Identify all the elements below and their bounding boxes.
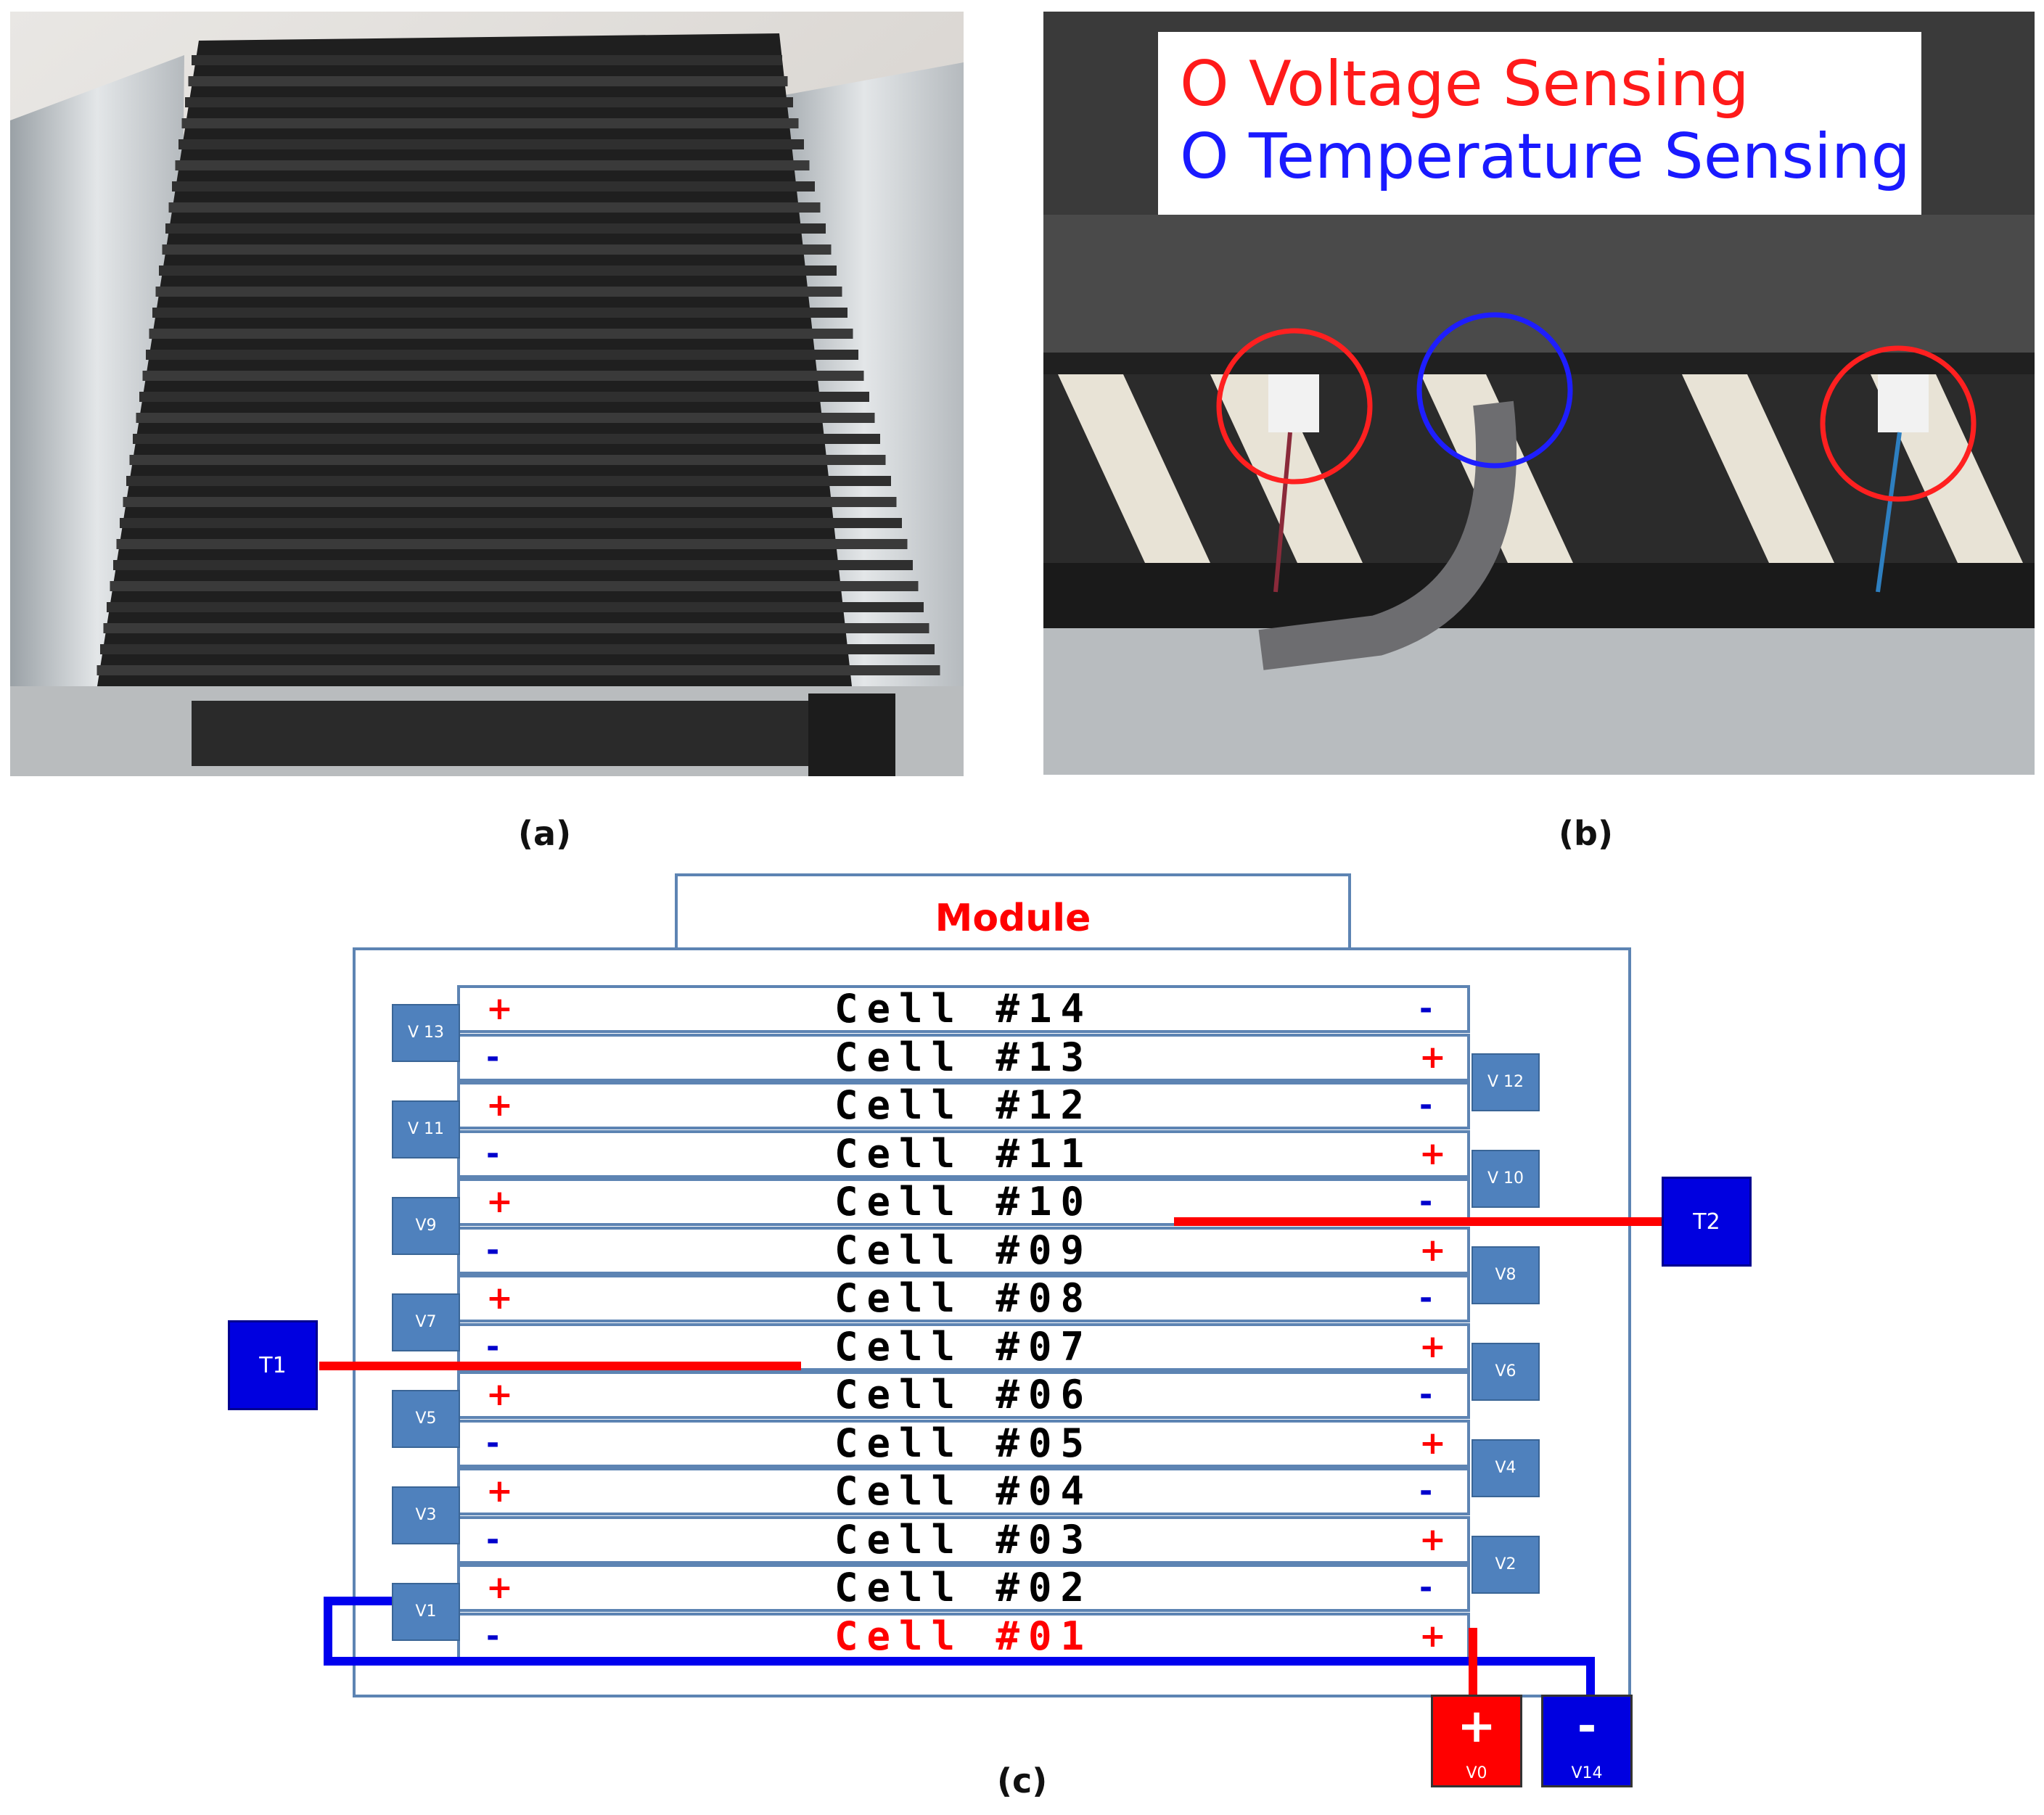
temperature-sensor-t2: T2 xyxy=(1662,1177,1752,1267)
cell-label: Cell #11 xyxy=(834,1130,1093,1177)
legend-temperature-text: Temperature Sensing xyxy=(1249,120,1910,193)
cell-label: Cell #12 xyxy=(834,1082,1093,1128)
voltage-tap-left: V3 xyxy=(392,1486,460,1544)
voltage-tap-right: V4 xyxy=(1472,1439,1540,1497)
cell-label: Cell #13 xyxy=(834,1034,1093,1080)
cell-label: Cell #01 xyxy=(834,1613,1093,1659)
cell-label: Cell #05 xyxy=(834,1420,1093,1466)
cell-left-polarity: - xyxy=(486,1328,500,1365)
cell-right-polarity: - xyxy=(1419,1569,1433,1606)
positive-terminal-label: V0 xyxy=(1466,1764,1487,1782)
cell-left-polarity: + xyxy=(486,1569,513,1606)
cell-label: Cell #07 xyxy=(834,1323,1093,1370)
cell-right-polarity: + xyxy=(1419,1424,1446,1462)
voltage-tap-right: V 10 xyxy=(1472,1150,1540,1208)
cell-row: Cell #12 + - xyxy=(457,1082,1470,1129)
cell-label: Cell #03 xyxy=(834,1516,1093,1563)
cell-right-polarity: - xyxy=(1419,1376,1433,1413)
cell-row: Cell #14 + - xyxy=(457,985,1470,1033)
cell-right-polarity: + xyxy=(1419,1231,1446,1269)
photo-b-sensing-closeup: O Voltage Sensing O Temperature Sensing xyxy=(1043,12,2035,775)
legend-temperature-symbol: O xyxy=(1180,120,1229,193)
cell-row: Cell #03 - + xyxy=(457,1515,1470,1564)
cell-right-polarity: - xyxy=(1419,990,1433,1027)
negative-terminal-label: V14 xyxy=(1571,1764,1603,1782)
positive-terminal-symbol: + xyxy=(1457,1700,1496,1753)
cell-left-polarity: + xyxy=(486,1087,513,1124)
t2-label: T2 xyxy=(1693,1209,1720,1235)
voltage-sensing-marker-right xyxy=(1820,345,1977,502)
legend-temperature: O Temperature Sensing xyxy=(1180,120,1910,193)
cell-label: Cell #02 xyxy=(834,1565,1093,1610)
caption-b: (b) xyxy=(1559,814,1613,853)
cell-right-polarity: - xyxy=(1419,1473,1433,1510)
cell-left-polarity: + xyxy=(486,1473,513,1510)
cell-label: Cell #06 xyxy=(834,1372,1093,1417)
cell-right-polarity: + xyxy=(1419,1038,1446,1076)
legend-voltage-text: Voltage Sensing xyxy=(1249,48,1749,120)
cell-row: Cell #11 - + xyxy=(457,1129,1470,1178)
voltage-tap-left: V 13 xyxy=(392,1004,460,1062)
cell-left-polarity: + xyxy=(486,1280,513,1317)
cell-label: Cell #04 xyxy=(834,1468,1093,1514)
cell-right-polarity: + xyxy=(1419,1135,1446,1172)
legend-voltage-symbol: O xyxy=(1180,48,1229,120)
voltage-tap-right: V 12 xyxy=(1472,1053,1540,1111)
photo-a-battery-module xyxy=(10,12,964,776)
cell-left-polarity: - xyxy=(486,1038,500,1076)
cell-left-polarity: + xyxy=(486,1376,513,1413)
cell-right-polarity: + xyxy=(1419,1328,1446,1365)
cell-label: Cell #08 xyxy=(834,1275,1093,1321)
cell-row: Cell #06 + - xyxy=(457,1371,1470,1419)
cell-row: Cell #09 - + xyxy=(457,1226,1470,1275)
cell-right-polarity: + xyxy=(1419,1617,1446,1655)
cell-right-polarity: - xyxy=(1419,1087,1433,1124)
cell-left-polarity: + xyxy=(486,1183,513,1220)
cell-row: Cell #02 + - xyxy=(457,1564,1470,1612)
cell-left-polarity: - xyxy=(486,1231,500,1269)
voltage-tap-left: V5 xyxy=(392,1390,460,1448)
module-frame xyxy=(353,947,1631,1697)
cell-right-polarity: + xyxy=(1419,1520,1446,1558)
cell-left-polarity: - xyxy=(486,1617,500,1655)
cell-left-polarity: - xyxy=(486,1135,500,1172)
cell-label: Cell #09 xyxy=(834,1227,1093,1273)
cell-label: Cell #10 xyxy=(834,1179,1093,1225)
negative-return-wire xyxy=(324,1597,1595,1696)
t1-label: T1 xyxy=(259,1352,287,1378)
voltage-tap-left: V1 xyxy=(392,1583,460,1641)
module-title-tab: Module xyxy=(675,873,1351,947)
negative-terminal-symbol: - xyxy=(1577,1700,1597,1753)
cell-left-polarity: - xyxy=(486,1520,500,1558)
voltage-tap-left: V 11 xyxy=(392,1100,460,1158)
positive-terminal: + V0 xyxy=(1431,1695,1522,1787)
negative-terminal: - V14 xyxy=(1541,1695,1633,1787)
cell-row: Cell #04 + - xyxy=(457,1468,1470,1515)
battery-module-illustration xyxy=(10,12,964,776)
cell-label: Cell #14 xyxy=(834,986,1093,1032)
voltage-tap-right: V8 xyxy=(1472,1246,1540,1304)
temperature-sensor-t1: T1 xyxy=(228,1320,318,1410)
cell-right-polarity: - xyxy=(1419,1183,1433,1220)
cell-row: Cell #05 - + xyxy=(457,1419,1470,1468)
cell-row: Cell #08 + - xyxy=(457,1275,1470,1322)
cell-left-polarity: + xyxy=(486,990,513,1027)
cell-right-polarity: - xyxy=(1419,1280,1433,1317)
voltage-tap-left: V9 xyxy=(392,1197,460,1255)
caption-a: (a) xyxy=(518,814,572,853)
voltage-tap-left: V7 xyxy=(392,1293,460,1351)
legend-voltage: O Voltage Sensing xyxy=(1180,48,1749,120)
module-title: Module xyxy=(935,897,1091,940)
temperature-sensing-marker xyxy=(1416,312,1573,469)
cell-left-polarity: - xyxy=(486,1424,500,1462)
voltage-tap-right: V2 xyxy=(1472,1536,1540,1594)
caption-c: (c) xyxy=(997,1761,1048,1800)
sensing-legend: O Voltage Sensing O Temperature Sensing xyxy=(1158,32,1921,215)
voltage-sensing-marker-left xyxy=(1216,328,1373,485)
voltage-tap-right: V6 xyxy=(1472,1343,1540,1401)
